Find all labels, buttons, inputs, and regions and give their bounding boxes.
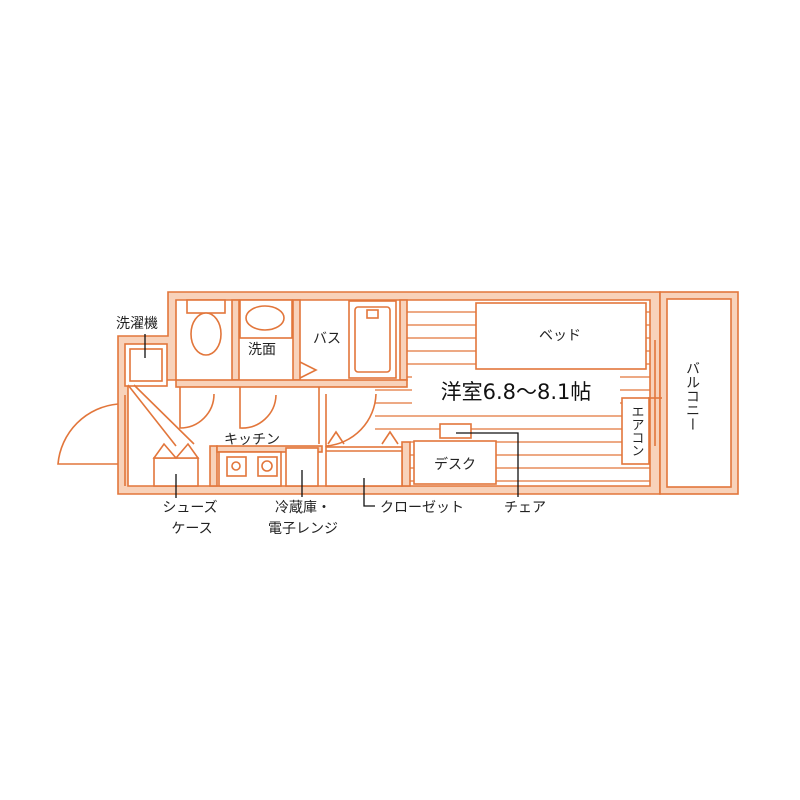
kitchen-sink (226, 456, 247, 477)
washbasin-sink (245, 305, 285, 331)
wall-wet-area-bottom (175, 379, 408, 388)
label-washing-machine: 洗濯機 (116, 316, 158, 332)
label-bed: ベッド (539, 328, 581, 344)
shoe-case-diag1 (127, 384, 177, 447)
label-fridge-2: 電子レンジ (268, 521, 338, 537)
toilet-door-swing (179, 387, 215, 429)
washing-machine-drum (129, 348, 163, 382)
wall-closet-divider (401, 441, 411, 487)
label-western-room: 洋室6.8～8.1帖 (441, 380, 592, 404)
chair (439, 423, 472, 439)
washroom-door-swing (239, 387, 277, 429)
wall-washroom-bath (292, 299, 301, 381)
room-door-mark-left (327, 430, 345, 445)
toilet-bowl (190, 312, 222, 356)
bathtub-drain (366, 309, 379, 319)
kitchen-sink-drain (231, 461, 241, 471)
label-shoe-case-1: シューズ (162, 500, 217, 516)
room-label-backing (412, 376, 620, 406)
bath-door-swing (299, 361, 318, 379)
room-door-swing (325, 393, 377, 447)
aircon (621, 397, 650, 465)
label-fridge-1: 冷蔵庫・ (275, 499, 331, 516)
wall-toilet-washroom (231, 299, 240, 381)
toilet-tank (186, 299, 226, 314)
wall-bath-room (399, 299, 408, 381)
closet-door-mark (381, 430, 399, 445)
leader-closet (363, 478, 375, 507)
washing-machine (124, 343, 168, 387)
balcony-floor (666, 298, 732, 488)
label-kitchen: キッチン (224, 432, 280, 448)
label-washroom: 洗面 (248, 342, 276, 358)
label-shoe-case-2: ケース (171, 521, 212, 537)
leader-chair (456, 432, 519, 497)
kitchen-stove-burner (261, 460, 273, 472)
entrance-door-swing (57, 403, 119, 465)
bathtub (348, 300, 397, 379)
label-aircon: エアコン (629, 405, 644, 457)
label-bath: バス (313, 331, 341, 347)
desk (413, 440, 497, 485)
bathtub-inner (354, 306, 391, 373)
label-closet: クローゼット (380, 500, 464, 516)
shoe-case-diag2 (133, 384, 195, 445)
label-chair: チェア (504, 500, 546, 516)
kitchen-stove (257, 456, 278, 477)
shoe-case-door (152, 442, 200, 460)
label-desk: デスク (434, 456, 476, 473)
label-balcony: バルコニー (684, 361, 700, 431)
bed (475, 302, 647, 370)
wall-entry-kitchen (209, 445, 218, 487)
